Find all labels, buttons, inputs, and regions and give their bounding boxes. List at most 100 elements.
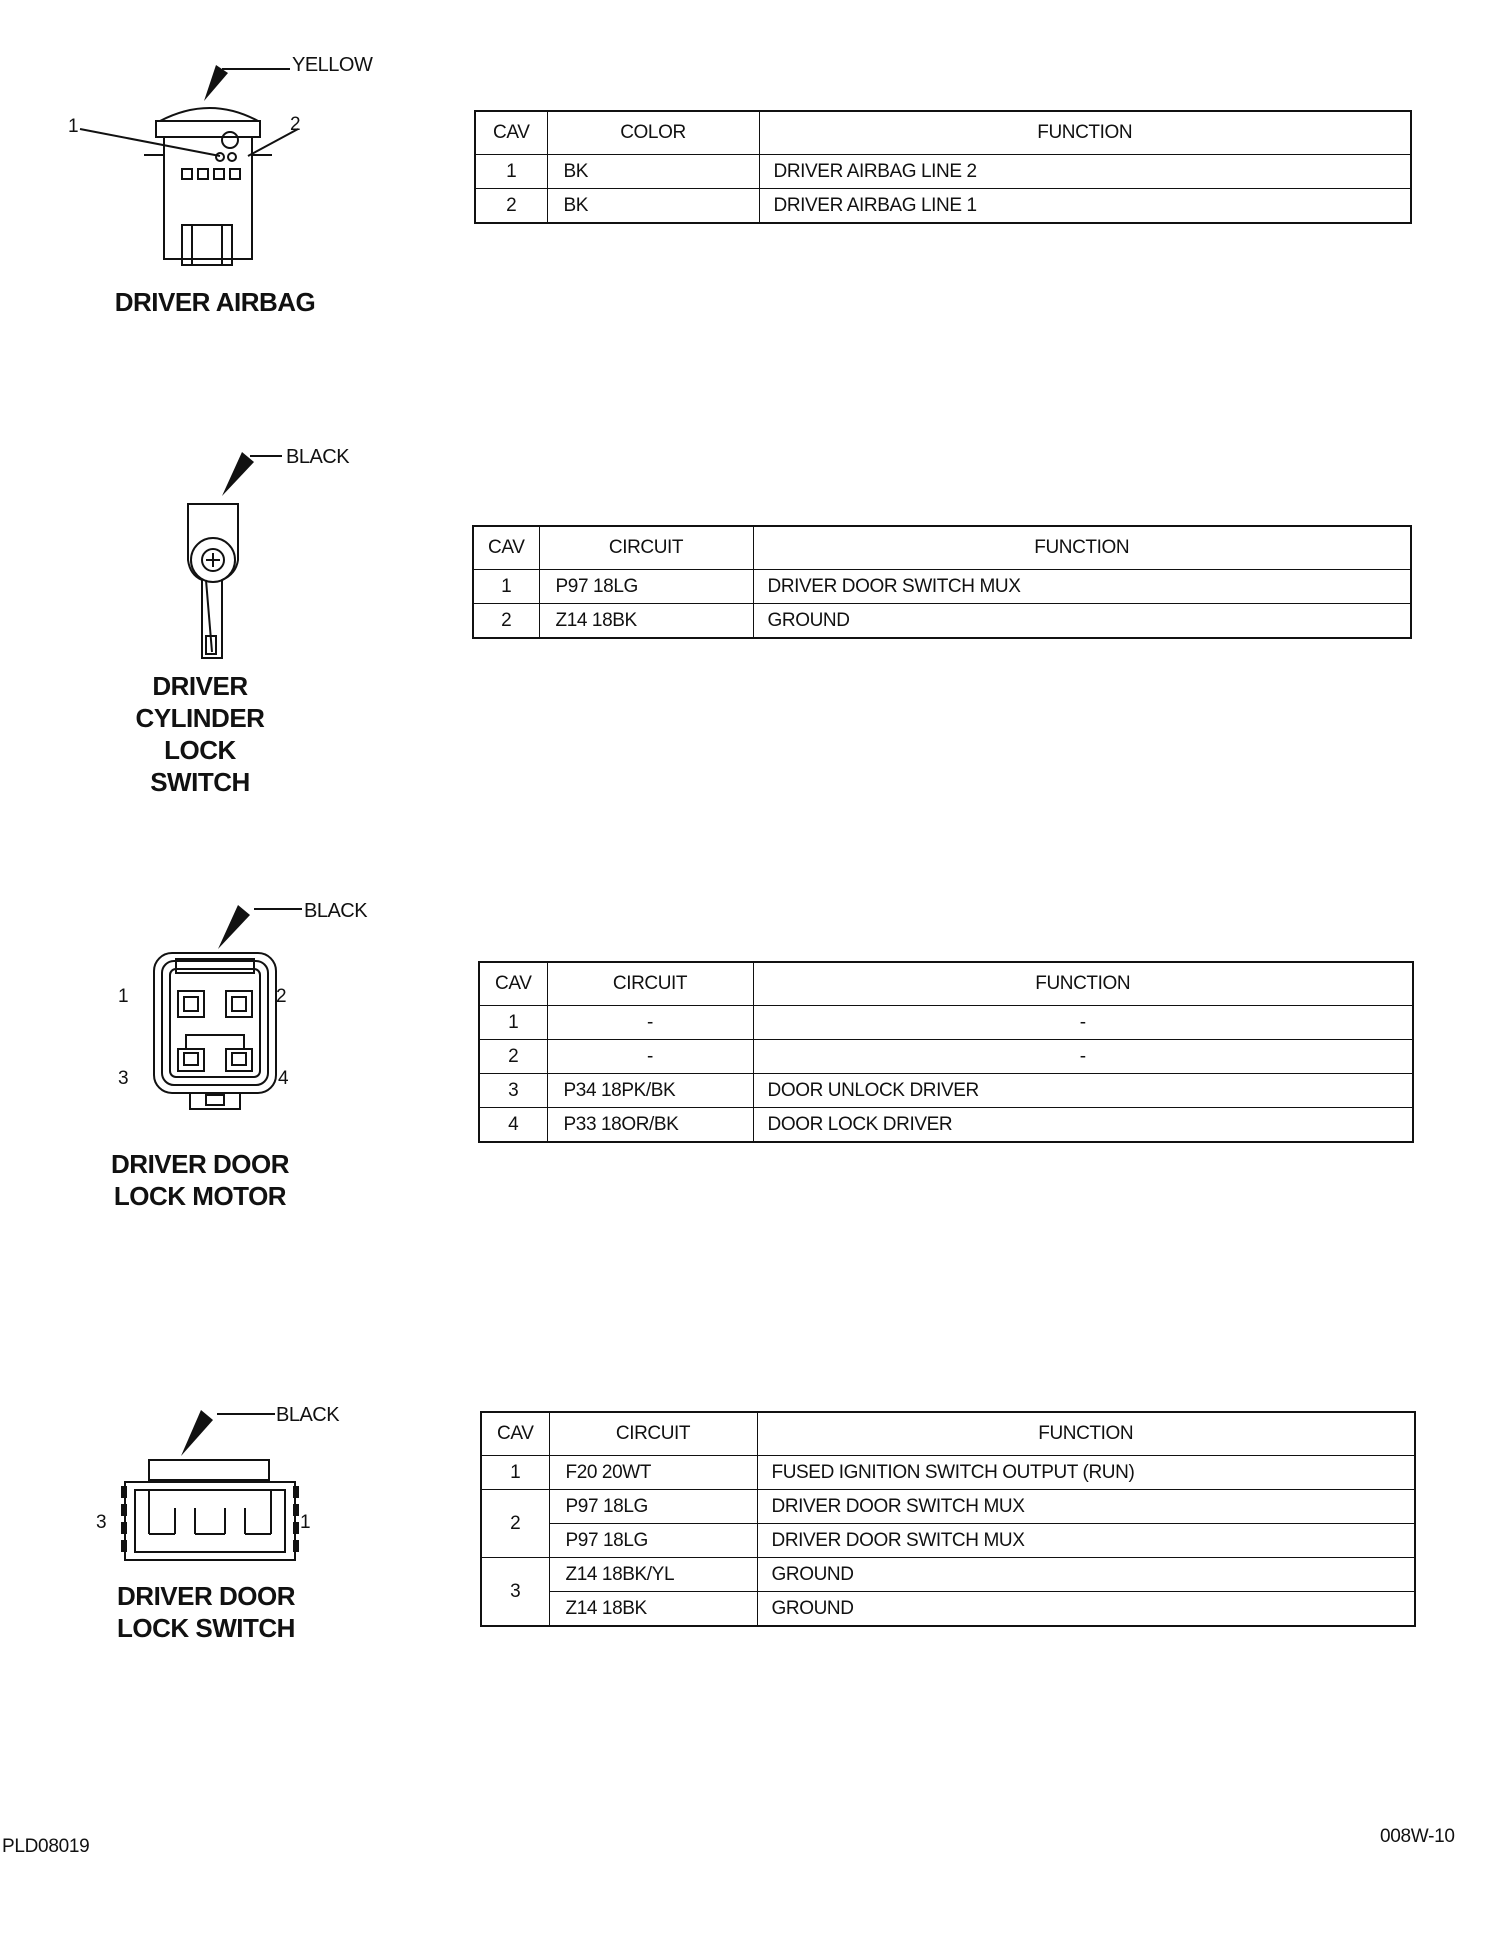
circuit-cell: P97 18LG bbox=[548, 1489, 758, 1524]
pinout-table: CAV COLOR FUNCTION 1 BK DRIVER AIRBAG LI… bbox=[474, 110, 1412, 224]
cav-cell: 2 bbox=[472, 603, 540, 639]
column-header: FUNCTION bbox=[758, 110, 1412, 155]
pinout-table: CAV CIRCUIT FUNCTION 1 P97 18LG DRIVER D… bbox=[472, 525, 1412, 639]
pin-label: 1 bbox=[300, 1512, 311, 1533]
column-header: CIRCUIT bbox=[548, 1411, 758, 1456]
color-label: YELLOW bbox=[292, 54, 373, 76]
table-header-row: CAV CIRCUIT FUNCTION bbox=[480, 1411, 1416, 1456]
table-row: 4 P33 18OR/BK DOOR LOCK DRIVER bbox=[478, 1107, 1414, 1143]
table-row: 1 F20 20WT FUSED IGNITION SWITCH OUTPUT … bbox=[480, 1455, 1416, 1490]
pin-label: 3 bbox=[96, 1512, 107, 1533]
table-header-row: CAV CIRCUIT FUNCTION bbox=[478, 961, 1414, 1006]
function-cell: FUSED IGNITION SWITCH OUTPUT (RUN) bbox=[756, 1455, 1416, 1490]
color-label: BLACK bbox=[286, 446, 350, 468]
function-cell: DRIVER DOOR SWITCH MUX bbox=[756, 1523, 1416, 1558]
table-row: Z14 18BK GROUND bbox=[481, 1591, 1416, 1627]
cav-cell: 3 bbox=[480, 1557, 550, 1627]
column-header: CAV bbox=[480, 1411, 550, 1456]
title-line: DRIVER DOOR bbox=[111, 1149, 289, 1179]
table-row: 2 BK DRIVER AIRBAG LINE 1 bbox=[474, 188, 1412, 224]
column-header: CAV bbox=[474, 110, 548, 155]
cav-cell: 1 bbox=[480, 1455, 550, 1490]
table-row: 1 BK DRIVER AIRBAG LINE 2 bbox=[474, 154, 1412, 189]
color-label: BLACK bbox=[276, 1404, 340, 1426]
function-cell: DRIVER DOOR SWITCH MUX bbox=[752, 569, 1412, 604]
title-line: DRIVER DOOR bbox=[117, 1581, 295, 1611]
door-lock-motor-connector-drawing bbox=[153, 905, 302, 1110]
title-line: CYLINDER bbox=[135, 703, 265, 733]
title-line: LOCK MOTOR bbox=[113, 1181, 287, 1211]
figure-id: PLD08019 bbox=[2, 1836, 90, 1857]
column-header: CAV bbox=[478, 961, 548, 1006]
circuit-cell: BK bbox=[546, 154, 760, 189]
page-number: 008W-10 bbox=[1380, 1826, 1455, 1847]
title-line: LOCK bbox=[164, 735, 236, 765]
pin-label: 3 bbox=[118, 1068, 129, 1089]
circuit-cell: P97 18LG bbox=[548, 1523, 758, 1558]
pin-label: 4 bbox=[278, 1068, 289, 1089]
table-row: 2 Z14 18BK GROUND bbox=[472, 603, 1412, 639]
circuit-cell: P34 18PK/BK bbox=[546, 1073, 754, 1108]
function-cell: - bbox=[752, 1039, 1414, 1074]
table-row: 3 Z14 18BK/YL GROUND bbox=[480, 1557, 1416, 1627]
circuit-cell: Z14 18BK/YL bbox=[548, 1557, 758, 1592]
circuit-cell: P33 18OR/BK bbox=[546, 1107, 754, 1143]
column-header: FUNCTION bbox=[752, 525, 1412, 570]
color-label: BLACK bbox=[304, 900, 368, 922]
pin-label: 1 bbox=[68, 116, 79, 137]
cav-cell: 1 bbox=[472, 569, 540, 604]
column-header: COLOR bbox=[546, 110, 760, 155]
driver-airbag-connector-drawing bbox=[79, 65, 299, 266]
table-header-row: CAV COLOR FUNCTION bbox=[474, 110, 1412, 155]
function-cell: DOOR LOCK DRIVER bbox=[752, 1107, 1414, 1143]
pin-label: 1 bbox=[118, 986, 129, 1007]
table-row: 2 - - bbox=[478, 1039, 1414, 1074]
connector-title: DRIVER AIRBAG bbox=[114, 287, 316, 317]
circuit-cell: P97 18LG bbox=[538, 569, 754, 604]
function-cell: DOOR UNLOCK DRIVER bbox=[752, 1073, 1414, 1108]
function-cell: GROUND bbox=[756, 1591, 1416, 1627]
title-line: DRIVER bbox=[152, 671, 248, 701]
function-cell: DRIVER DOOR SWITCH MUX bbox=[756, 1489, 1416, 1524]
cav-cell: 2 bbox=[480, 1489, 550, 1558]
cav-cell: 2 bbox=[474, 188, 548, 224]
title-line: SWITCH bbox=[150, 767, 250, 797]
circuit-cell: BK bbox=[546, 188, 760, 224]
cav-cell: 1 bbox=[474, 154, 548, 189]
column-header: FUNCTION bbox=[756, 1411, 1416, 1456]
connector-title: DRIVER DOOR LOCK MOTOR bbox=[90, 1148, 310, 1212]
pinout-table: CAV CIRCUIT FUNCTION 1 - - 2 - - 3 P34 1… bbox=[478, 961, 1414, 1143]
pin-label: 2 bbox=[290, 114, 301, 135]
title-line: LOCK SWITCH bbox=[117, 1613, 295, 1643]
cav-cell: 4 bbox=[478, 1107, 548, 1143]
table-row: P97 18LG DRIVER DOOR SWITCH MUX bbox=[481, 1523, 1416, 1558]
cav-cell: 1 bbox=[478, 1005, 548, 1040]
function-cell: DRIVER AIRBAG LINE 2 bbox=[758, 154, 1412, 189]
circuit-cell: F20 20WT bbox=[548, 1455, 758, 1490]
circuit-cell: Z14 18BK bbox=[538, 603, 754, 639]
table-row: 1 P97 18LG DRIVER DOOR SWITCH MUX bbox=[472, 569, 1412, 604]
column-header: CIRCUIT bbox=[546, 961, 754, 1006]
cav-cell: 3 bbox=[478, 1073, 548, 1108]
circuit-cell: Z14 18BK bbox=[548, 1591, 758, 1627]
pinout-table: CAV CIRCUIT FUNCTION 1 F20 20WT FUSED IG… bbox=[480, 1411, 1416, 1627]
column-header: FUNCTION bbox=[752, 961, 1414, 1006]
function-cell: DRIVER AIRBAG LINE 1 bbox=[758, 188, 1412, 224]
function-cell: GROUND bbox=[756, 1557, 1416, 1592]
cylinder-lock-switch-drawing bbox=[187, 452, 282, 659]
column-header: CIRCUIT bbox=[538, 525, 754, 570]
function-cell: - bbox=[752, 1005, 1414, 1040]
table-row: 3 P34 18PK/BK DOOR UNLOCK DRIVER bbox=[478, 1073, 1414, 1108]
door-lock-switch-connector-drawing bbox=[121, 1410, 299, 1561]
pin-label: 2 bbox=[276, 986, 287, 1007]
connector-title: DRIVER DOOR LOCK SWITCH bbox=[96, 1580, 316, 1644]
circuit-cell: - bbox=[546, 1005, 754, 1040]
cav-cell: 2 bbox=[478, 1039, 548, 1074]
column-header: CAV bbox=[472, 525, 540, 570]
table-row: 1 - - bbox=[478, 1005, 1414, 1040]
connector-title: DRIVER CYLINDER LOCK SWITCH bbox=[100, 670, 300, 798]
circuit-cell: - bbox=[546, 1039, 754, 1074]
function-cell: GROUND bbox=[752, 603, 1412, 639]
table-header-row: CAV CIRCUIT FUNCTION bbox=[472, 525, 1412, 570]
table-row: 2 P97 18LG DRIVER DOOR SWITCH MUX bbox=[480, 1489, 1416, 1558]
